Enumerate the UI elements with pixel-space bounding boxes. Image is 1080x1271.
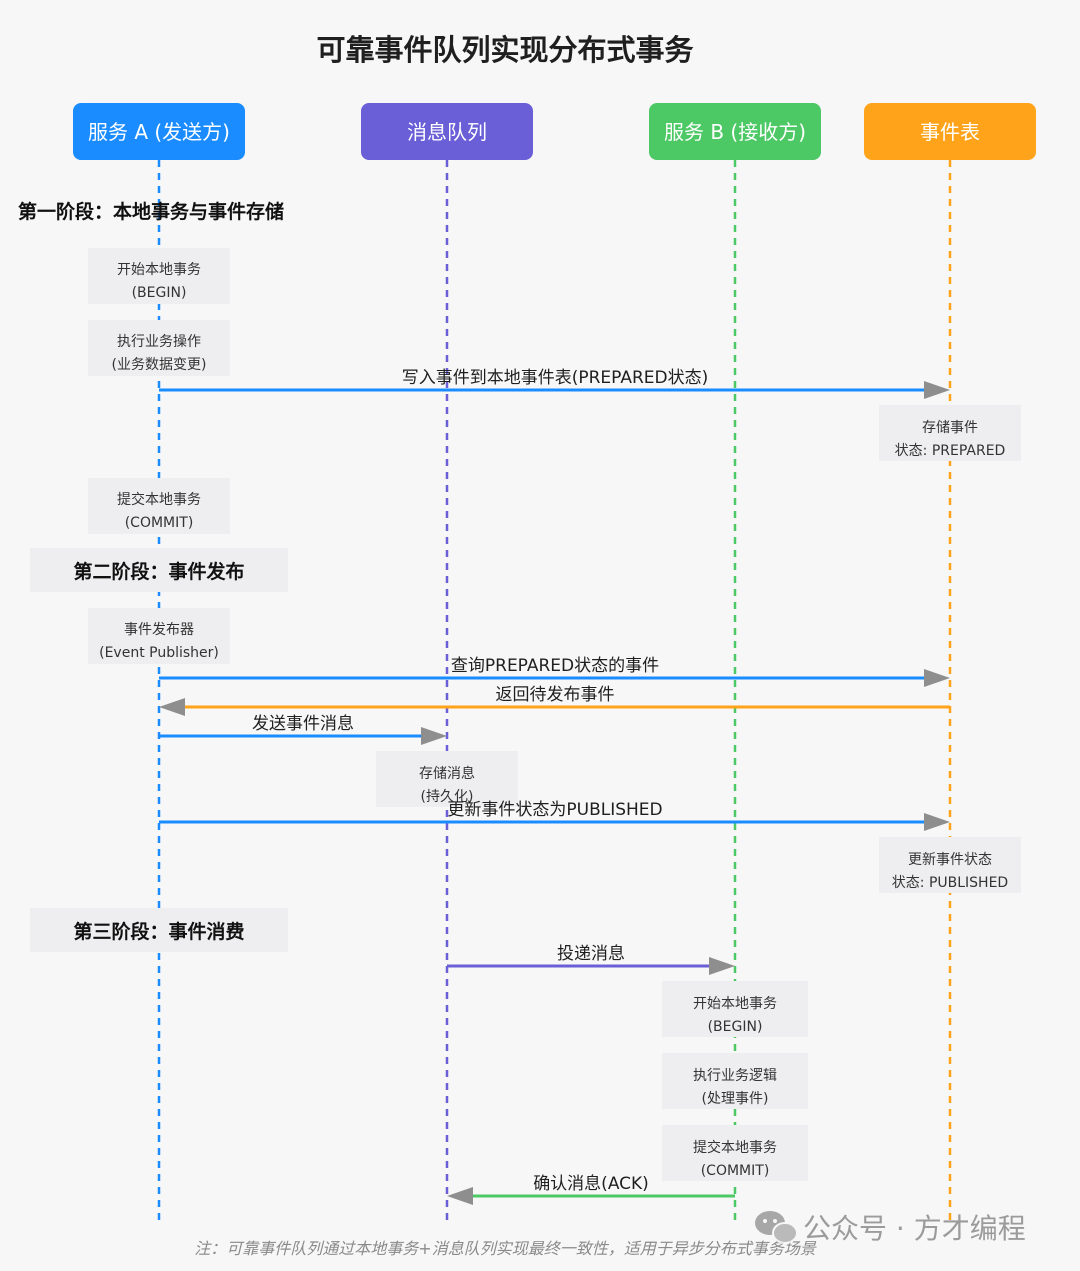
- arrowhead-icon: [447, 1187, 473, 1205]
- arrowhead-icon: [421, 727, 447, 745]
- message-send-event: 发送事件消息: [159, 714, 447, 745]
- note-b-business-logic: 执行业务逻辑 (处理事件): [662, 1053, 808, 1109]
- message-deliver: 投递消息: [447, 944, 735, 975]
- phase-3-label: 第三阶段：事件消费: [73, 920, 244, 943]
- note-a-commit-line-1: 提交本地事务: [117, 491, 201, 508]
- actor-event-table-label: 事件表: [920, 120, 980, 144]
- phase-2-box: [30, 548, 288, 592]
- note-a-begin-box: [88, 248, 230, 304]
- note-a-event-publisher-line-2: (Event Publisher): [99, 645, 219, 661]
- note-b-begin-box: [662, 981, 808, 1037]
- note-t-update-status-line-2: 状态: PUBLISHED: [892, 875, 1008, 891]
- wechat-icon: [755, 1211, 798, 1244]
- actor-service-a-label: 服务 A (发送方): [88, 120, 230, 144]
- note-b-begin-line-1: 开始本地事务: [693, 996, 777, 1012]
- actor-service-b-label: 服务 B (接收方): [664, 120, 806, 144]
- note-b-begin-line-2: (BEGIN): [708, 1019, 763, 1035]
- actor-service-a: 服务 A (发送方): [73, 103, 245, 160]
- message-send-event-label: 发送事件消息: [252, 714, 354, 734]
- arrowhead-icon: [924, 381, 950, 399]
- note-t-update-status-line-1: 更新事件状态: [908, 852, 992, 868]
- note-mq-store-message-box: [376, 751, 518, 807]
- note-b-commit-line-2: (COMMIT): [701, 1163, 770, 1179]
- note-mq-store-message: 存储消息 (持久化): [376, 751, 518, 807]
- phase-3-box: [30, 908, 288, 952]
- note-b-business-logic-line-2: (处理事件): [702, 1091, 769, 1107]
- note-a-commit-line-2: (COMMIT): [125, 515, 194, 531]
- phase-1-label: 第一阶段：本地事务与事件存储: [18, 200, 284, 223]
- phase-2-label: 第二阶段：事件发布: [73, 560, 244, 583]
- note-a-begin-line-2: (BEGIN): [132, 285, 187, 301]
- note-a-business-op-line-1: 执行业务操作: [117, 334, 201, 350]
- note-t-update-status-box: [879, 837, 1021, 893]
- note-a-begin: 开始本地事务 (BEGIN): [88, 248, 230, 304]
- watermark-text: 公众号 · 方才编程: [803, 1212, 1026, 1245]
- note-b-business-logic-line-1: 执行业务逻辑: [693, 1068, 777, 1084]
- note-a-event-publisher: 事件发布器 (Event Publisher): [88, 608, 230, 664]
- note-b-commit-line-1: 提交本地事务: [693, 1139, 777, 1156]
- message-write-event-label: 写入事件到本地事件表(PREPARED状态): [402, 368, 709, 388]
- actor-service-b: 服务 B (接收方): [649, 103, 821, 160]
- actor-queue-label: 消息队列: [407, 120, 487, 144]
- message-ack: 确认消息(ACK): [447, 1174, 735, 1205]
- note-t-store-event-line-2: 状态: PREPARED: [895, 443, 1006, 459]
- message-write-event: 写入事件到本地事件表(PREPARED状态): [159, 368, 950, 399]
- message-query-prepared-label: 查询PREPARED状态的事件: [451, 656, 659, 676]
- actor-queue-box: [361, 103, 533, 160]
- note-a-begin-line-1: 开始本地事务: [117, 262, 201, 278]
- note-a-business-op-line-2: (业务数据变更): [112, 357, 207, 373]
- actor-event-table: 事件表: [864, 103, 1036, 160]
- message-update-published: 更新事件状态为PUBLISHED: [159, 800, 950, 831]
- note-b-business-logic-box: [662, 1053, 808, 1109]
- note-t-store-event-line-1: 存储事件: [922, 420, 978, 436]
- arrowhead-icon: [924, 813, 950, 831]
- message-update-published-label: 更新事件状态为PUBLISHED: [447, 800, 662, 820]
- actor-service-b-box: [649, 103, 821, 160]
- message-deliver-label: 投递消息: [557, 944, 625, 964]
- note-a-commit: 提交本地事务 (COMMIT): [88, 478, 230, 534]
- actor-queue: 消息队列: [361, 103, 533, 160]
- message-ack-label: 确认消息(ACK): [533, 1174, 649, 1194]
- watermark: 公众号 · 方才编程: [755, 1211, 1026, 1245]
- arrowhead-icon: [924, 669, 950, 687]
- diagram-title: 可靠事件队列实现分布式事务: [316, 33, 693, 67]
- note-a-business-op-box: [88, 320, 230, 376]
- message-return-events: 返回待发布事件: [159, 685, 950, 716]
- arrowhead-icon: [709, 957, 735, 975]
- message-return-events-label: 返回待发布事件: [496, 685, 615, 705]
- note-a-business-op: 执行业务操作 (业务数据变更): [88, 320, 230, 376]
- actor-service-a-box: [73, 103, 245, 160]
- note-b-commit-box: [662, 1125, 808, 1181]
- note-mq-store-message-line-2: (持久化): [421, 789, 474, 805]
- lifelines: [157, 160, 952, 1222]
- note-a-event-publisher-line-1: 事件发布器: [124, 622, 194, 638]
- actor-event-table-box: [864, 103, 1036, 160]
- message-query-prepared: 查询PREPARED状态的事件: [159, 656, 950, 687]
- phase-3: 第三阶段：事件消费: [30, 908, 288, 952]
- note-mq-store-message-line-1: 存储消息: [419, 765, 475, 782]
- note-a-event-publisher-box: [88, 608, 230, 664]
- note-t-store-event-box: [879, 405, 1021, 461]
- arrowhead-icon: [159, 698, 185, 716]
- note-t-update-status: 更新事件状态 状态: PUBLISHED: [879, 837, 1021, 893]
- note-b-begin: 开始本地事务 (BEGIN): [662, 981, 808, 1037]
- footnote: 注：可靠事件队列通过本地事务+消息队列实现最终一致性，适用于异步分布式事务场景: [194, 1239, 816, 1258]
- note-t-store-event: 存储事件 状态: PREPARED: [879, 405, 1021, 461]
- note-a-commit-box: [88, 478, 230, 534]
- note-b-commit: 提交本地事务 (COMMIT): [662, 1125, 808, 1181]
- phase-2: 第二阶段：事件发布: [30, 548, 288, 592]
